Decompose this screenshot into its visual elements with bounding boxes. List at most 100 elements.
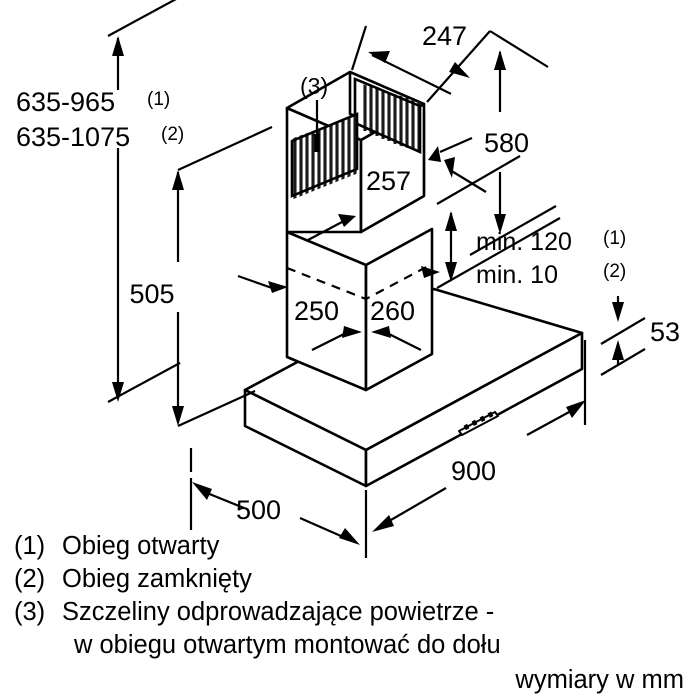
- label-min-10: min. 10 (2): [476, 261, 626, 289]
- legend-block: (1) Obieg otwarty (2) Obieg zamknięty (3…: [14, 532, 700, 695]
- control-panel[interactable]: [458, 411, 499, 436]
- dim-value-580: 580: [484, 128, 529, 158]
- arrow-up-580: [494, 50, 506, 70]
- dim-value-250: 250: [294, 296, 339, 326]
- control-button-1[interactable]: [463, 423, 470, 431]
- ext-min-clearance-bottom: [436, 217, 561, 289]
- vent-panel-right-outline: [353, 77, 422, 154]
- leader-257-bottom: [307, 221, 343, 241]
- arrow-up-height-range: [112, 36, 124, 56]
- legend-text-3-line2: w obiegu otwartym montować do dołu: [74, 631, 501, 659]
- leader-500-left: [206, 491, 245, 510]
- units-note: wymiary w mm: [14, 666, 700, 695]
- legend-item-1: (1) Obieg otwarty: [14, 532, 700, 561]
- control-button-3[interactable]: [479, 415, 486, 422]
- dim-247: 247: [350, 21, 491, 103]
- arrow-250-bottom: [342, 326, 362, 338]
- dim-value-900: 900: [451, 456, 496, 486]
- dim-500: 500: [189, 448, 368, 558]
- dim-value-635-965: 635-965: [16, 87, 115, 117]
- ext-53-bottom: [600, 348, 646, 376]
- dim-580: 580: [469, 30, 557, 256]
- dim-ref-2-height-closed: (2): [161, 124, 184, 145]
- dim-value-53: 53: [650, 317, 680, 347]
- canopy-body: [243, 287, 584, 488]
- legend-marker-1: (1): [14, 532, 46, 560]
- ext-min-clearance-top: [436, 155, 521, 205]
- dim-height-range: [107, 0, 278, 403]
- dim-250: 250: [237, 274, 362, 351]
- arrow-left-247: [368, 51, 390, 63]
- arrow-down-580: [494, 214, 506, 234]
- leader-900-right: [526, 410, 572, 436]
- arrow-257-right: [444, 157, 455, 178]
- legend-marker-2: (2): [14, 565, 46, 593]
- units-note-text: wymiary w mm: [515, 666, 684, 694]
- legend-text-1: Obieg otwarty: [62, 532, 220, 560]
- vent-panel-left-outline: [290, 112, 359, 198]
- arrow-down-min-clearance: [445, 262, 457, 282]
- arrow-250-left: [268, 281, 288, 293]
- legend-marker-3: (3): [14, 598, 46, 626]
- ext-505-top: [177, 125, 273, 172]
- lower-chimney: [285, 227, 434, 392]
- arrow-260-right: [421, 266, 440, 278]
- arrow-down-505: [172, 406, 184, 426]
- dim-min-clearance: [436, 155, 561, 289]
- dim-value-min-10: min. 10: [476, 261, 558, 289]
- arrow-260-bottom: [371, 326, 391, 338]
- arrow-right-247: [449, 62, 470, 78]
- ext-580-bottom: [469, 205, 557, 256]
- dim-value-257: 257: [366, 166, 411, 196]
- callout-3-vent-slots: (3): [300, 73, 328, 152]
- dim-value-260: 260: [370, 296, 415, 326]
- arrow-900-left: [372, 515, 394, 532]
- legend-text-2: Obieg zamknięty: [62, 565, 252, 593]
- dim-value-min-120: min. 120: [476, 228, 572, 256]
- arrow-500-right: [339, 528, 360, 545]
- dim-ref-2-min-10: (2): [603, 261, 626, 282]
- arrow-500-left: [192, 482, 212, 500]
- dim-900: 900: [372, 340, 587, 532]
- legend-text-3: Szczeliny odprowadzające powietrze -: [62, 598, 495, 626]
- control-button-2[interactable]: [471, 419, 478, 427]
- ext-247-left: [350, 25, 368, 71]
- label-min-120: min. 120 (1): [476, 228, 626, 256]
- dim-260: 260: [370, 266, 440, 351]
- arrow-up-53: [612, 340, 624, 360]
- chimney-vent-slots-right: [353, 77, 422, 154]
- label-height-range-open: 635-965 (1): [16, 87, 170, 117]
- arrow-900-right: [566, 400, 586, 418]
- dim-value-247: 247: [422, 21, 467, 51]
- ext-580-top: [489, 30, 549, 68]
- leader-250-bottom: [311, 332, 347, 351]
- dim-505: 505: [129, 125, 273, 428]
- leader-257-b: [449, 169, 487, 193]
- arrow-257-bottom: [338, 214, 356, 227]
- dim-value-635-1075: 635-1075: [16, 122, 130, 152]
- legend-item-3-continuation: w obiegu otwartym montować do dołu: [14, 631, 700, 660]
- arrow-up-505: [172, 170, 184, 190]
- ext-247-right: [426, 30, 491, 103]
- leader-260-bottom: [386, 332, 422, 351]
- arrow-up-min-clearance: [445, 211, 457, 231]
- control-button-4[interactable]: [487, 411, 494, 418]
- dim-ref-1-min-120: (1): [603, 228, 626, 249]
- callout-label-3: (3): [300, 73, 328, 99]
- arrow-down-53: [612, 302, 624, 322]
- dim-257: 257: [307, 110, 487, 241]
- canopy-front-right-face: [364, 331, 584, 488]
- legend-item-3: (3) Szczeliny odprowadzające powietrze -: [14, 598, 700, 627]
- dim-53: 53: [600, 296, 680, 376]
- arrow-down-height-range: [112, 382, 124, 402]
- label-height-range-closed: 635-1075 (2): [16, 122, 184, 152]
- leader-257-a: [439, 136, 473, 154]
- ext-505-bottom: [177, 389, 256, 428]
- legend-item-2: (2) Obieg zamknięty: [14, 565, 700, 594]
- leader-900-left: [383, 487, 447, 525]
- dim-ref-1-height-open: (1): [147, 89, 170, 110]
- arrow-257-left: [428, 146, 441, 162]
- leader-250-left: [237, 274, 273, 290]
